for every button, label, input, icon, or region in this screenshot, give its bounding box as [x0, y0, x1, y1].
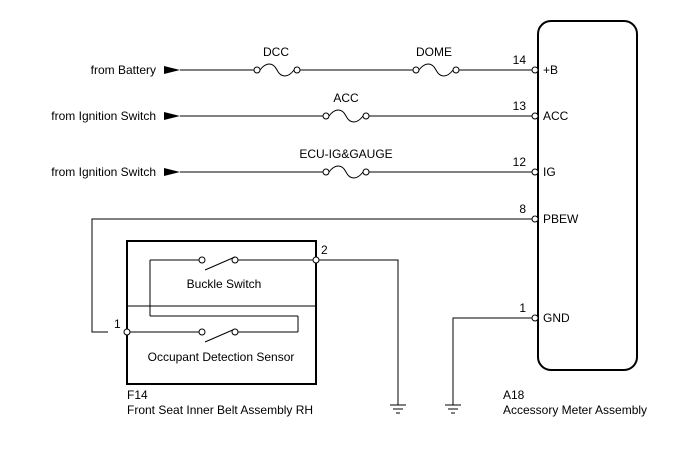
pin-12-label: IG [543, 165, 556, 179]
battery-line: from Battery DCC DOME 14 +B [91, 45, 558, 77]
fuse-dcc-icon [259, 63, 295, 77]
occupant-sensor-label: Occupant Detection Sensor [148, 350, 295, 364]
meter-body [537, 20, 638, 371]
fuse-dome-icon [418, 63, 454, 77]
arrow-right-icon [164, 168, 180, 176]
pin-1-number: 1 [519, 301, 526, 315]
fuse-ecu-ig-icon [328, 165, 364, 179]
terminal-f14-1-icon [123, 328, 131, 336]
buckle-switch-icon [204, 256, 236, 271]
battery-source-label: from Battery [91, 63, 156, 77]
fuse-dcc-label: DCC [263, 45, 289, 59]
pin-8-number: 8 [519, 202, 526, 216]
pin-12-number: 12 [513, 155, 527, 169]
meter-assembly-name: Accessory Meter Assembly [503, 403, 647, 417]
belt-assembly: 1 2 Buckle Switch Occupant Detection Sen… [114, 240, 328, 417]
belt-pin-1: 1 [114, 317, 121, 331]
arrow-right-icon [164, 66, 180, 74]
belt-connector-label: F14 [127, 388, 148, 402]
meter-connector-label: A18 [503, 388, 525, 402]
terminal-1-icon [531, 314, 539, 322]
belt-ground [319, 259, 406, 414]
belt-pin-2: 2 [321, 243, 328, 257]
pin-14-number: 14 [513, 53, 527, 67]
terminal-14-icon [531, 66, 539, 74]
pbew-line: 8 PBEW [91, 202, 579, 333]
terminal-8-icon [531, 215, 539, 223]
terminal-f14-2-icon [312, 256, 320, 264]
pin-13-label: ACC [543, 109, 569, 123]
fuse-dome-label: DOME [416, 45, 452, 59]
belt-assembly-body [126, 240, 317, 385]
arrow-right-icon [164, 112, 180, 120]
pin-8-label: PBEW [543, 212, 579, 226]
pin-1-label: GND [543, 311, 570, 325]
ignition-acc-line: from Ignition Switch ACC 13 ACC [51, 91, 568, 123]
belt-assembly-name: Front Seat Inner Belt Assembly RH [127, 403, 313, 417]
ignition-source-label-2: from Ignition Switch [51, 165, 156, 179]
meter-ground: 1 GND [445, 301, 570, 414]
pin-13-number: 13 [513, 99, 527, 113]
pin-14-label: +B [543, 63, 558, 77]
fuse-acc-icon [328, 109, 364, 123]
fuse-ecu-ig-label: ECU-IG&GAUGE [299, 147, 392, 161]
ignition-ig-line: from Ignition Switch ECU-IG&GAUGE 12 IG [51, 147, 555, 179]
fuse-acc-label: ACC [333, 91, 359, 105]
buckle-switch-label: Buckle Switch [187, 277, 262, 291]
terminal-13-icon [531, 112, 539, 120]
occupant-sensor-switch-icon [204, 328, 236, 343]
ignition-source-label-1: from Ignition Switch [51, 109, 156, 123]
terminal-12-icon [531, 168, 539, 176]
